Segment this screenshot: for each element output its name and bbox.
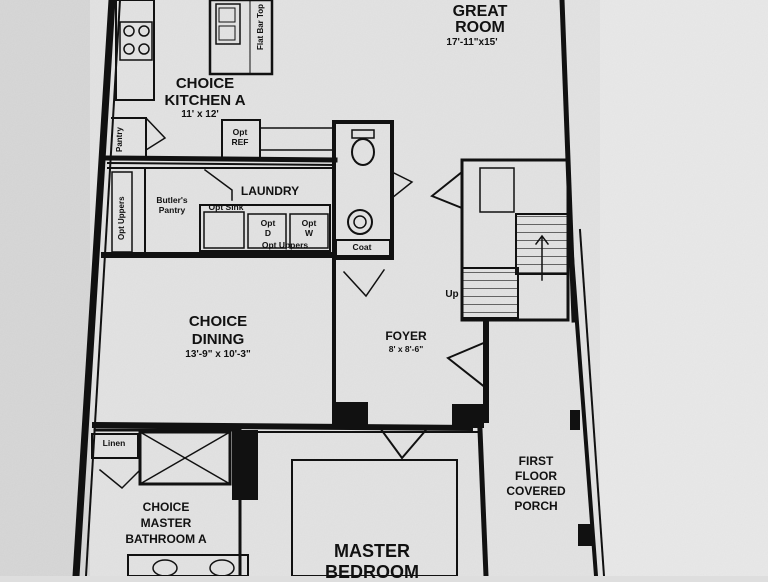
dining-size: 13'-9" x 10'-3" [185, 349, 251, 360]
great-room-label: GREAT [452, 3, 508, 20]
opt-washer-label-line2: W [304, 228, 314, 238]
kitchen-size: 11' x 12' [181, 109, 219, 120]
opt-dryer-label: Opt [260, 218, 276, 228]
butlers-pantry-label: Butler's [156, 195, 188, 205]
opt-uppers-label: Opt Uppers [261, 240, 309, 250]
flat-bar-top-label: Flat Bar Top [256, 3, 265, 50]
foyer-label: FOYER [385, 329, 427, 343]
opt-sink-label: Opt Sink [208, 202, 244, 212]
linen-label: Linen [102, 438, 126, 448]
laundry-label: LAUNDRY [240, 184, 300, 198]
kitchen-label: CHOICE [175, 75, 235, 92]
coat-label: Coat [352, 242, 372, 252]
porch-label: FIRST [518, 454, 554, 468]
foyer-size: 8' x 8'-6" [388, 344, 424, 354]
stairs-up-label: Up [445, 289, 459, 300]
master-bath-label: CHOICE [142, 500, 190, 514]
porch-label-line3: COVERED [506, 484, 566, 498]
exterior-wall-left [72, 0, 116, 576]
great-room-size: 17'-11"x15' [446, 37, 498, 48]
butlers-pantry-label-line2: Pantry [158, 205, 186, 215]
dining-label: CHOICE [188, 313, 248, 330]
opt-uppers-side-label: Opt Uppers [117, 196, 126, 240]
porch-label-line4: PORCH [514, 499, 558, 513]
opt-ref-label-line2: REF [231, 137, 249, 147]
opt-dryer-label-line2: D [264, 228, 272, 238]
master-bedroom-label: MASTER [334, 541, 410, 561]
porch-wall [567, 227, 599, 576]
great-room-label-line2: ROOM [455, 19, 505, 36]
pantry-label: Pantry [115, 127, 124, 152]
opt-washer-label: Opt [301, 218, 317, 228]
master-bedroom-label-line2: BEDROOM [325, 562, 419, 582]
opt-ref-label: Opt [232, 127, 248, 137]
kitchen-label-line2: KITCHEN A [164, 92, 246, 109]
porch-label-line2: FLOOR [515, 469, 557, 483]
master-bath-label-line2: MASTER [140, 516, 192, 530]
dining-label-line2: DINING [191, 331, 245, 348]
master-bath-label-line3: BATHROOM A [125, 532, 207, 546]
